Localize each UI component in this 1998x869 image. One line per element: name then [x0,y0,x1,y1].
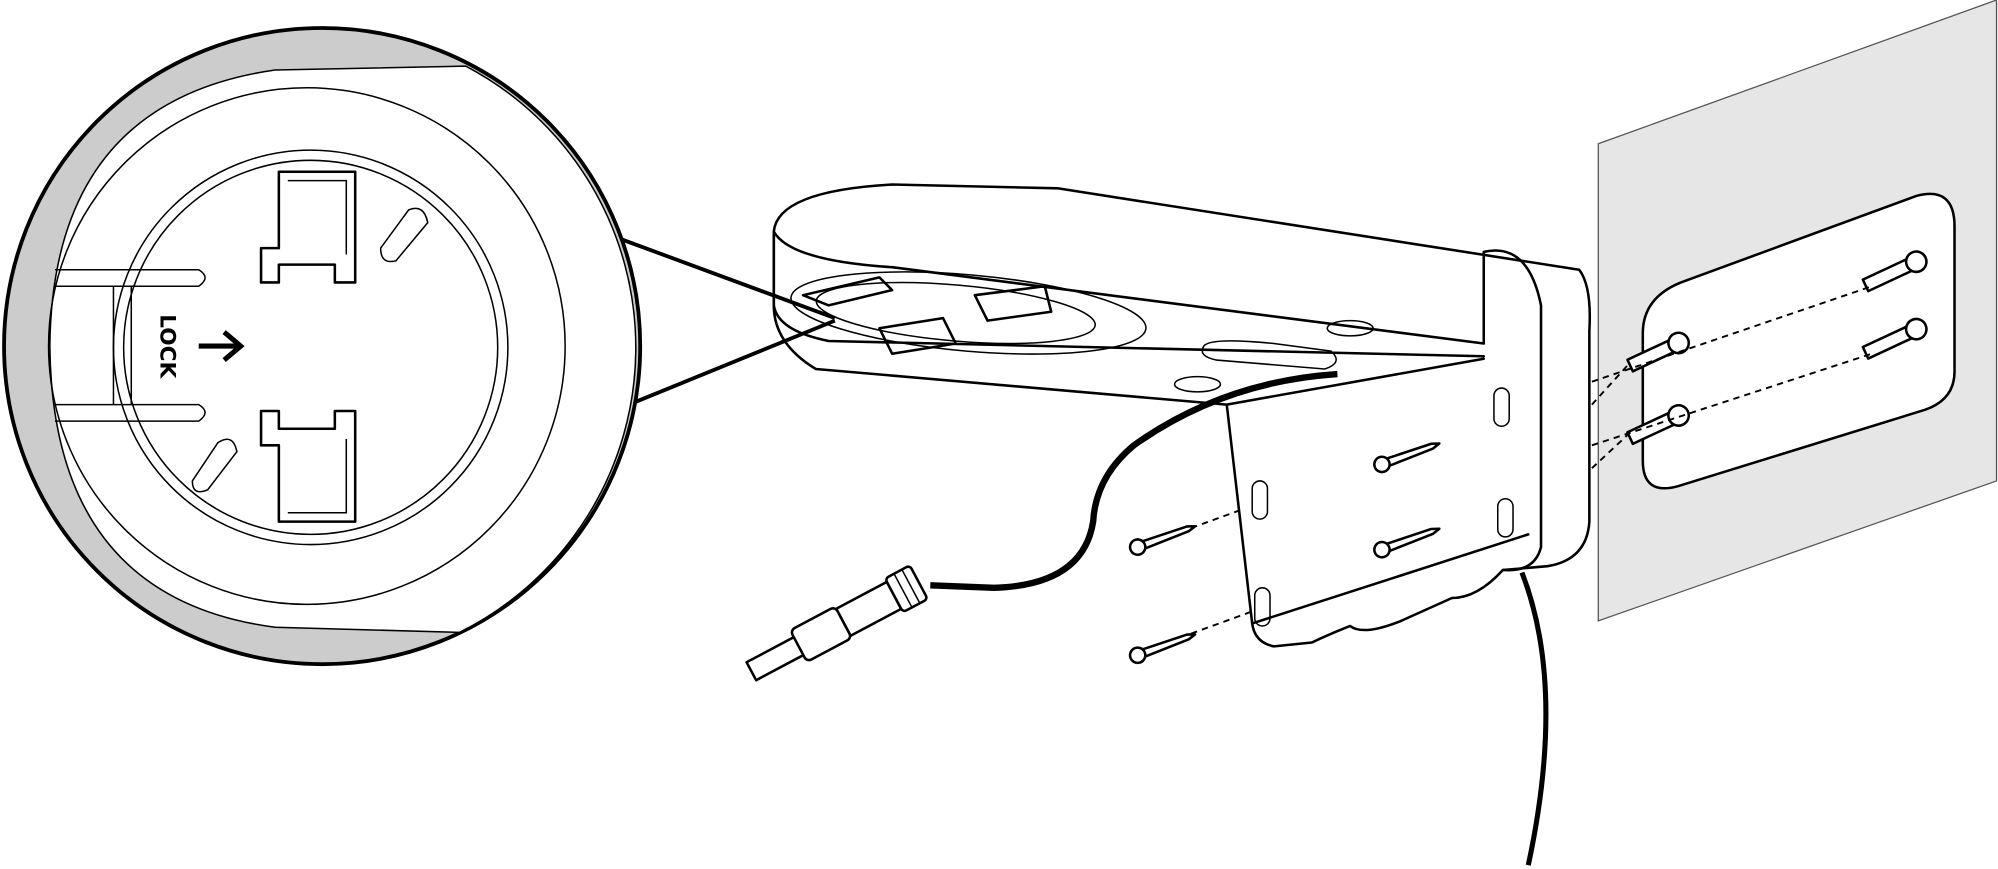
anchor [1861,317,1928,360]
usb-connector [745,565,928,682]
screw [1128,633,1197,665]
screw [1128,524,1197,557]
screw [1373,527,1441,559]
anchor [1861,250,1928,293]
wall-bracket [772,183,1592,648]
lock-slot-top [259,170,357,284]
callout-leader-lines [620,237,836,404]
lock-label: LOCK [155,314,180,379]
arrow-right-icon [198,330,245,363]
wall-anchors [1626,250,1928,446]
wall-template-plate [1641,192,1956,490]
magnified-callout: LOCK [2,26,643,667]
lock-slot-bottom [259,409,357,523]
anchor [1626,404,1691,446]
screw [1373,442,1441,474]
cables [745,370,1549,866]
screws [1128,442,1441,665]
wall-panel [1597,0,1998,622]
anchor [1626,331,1691,373]
